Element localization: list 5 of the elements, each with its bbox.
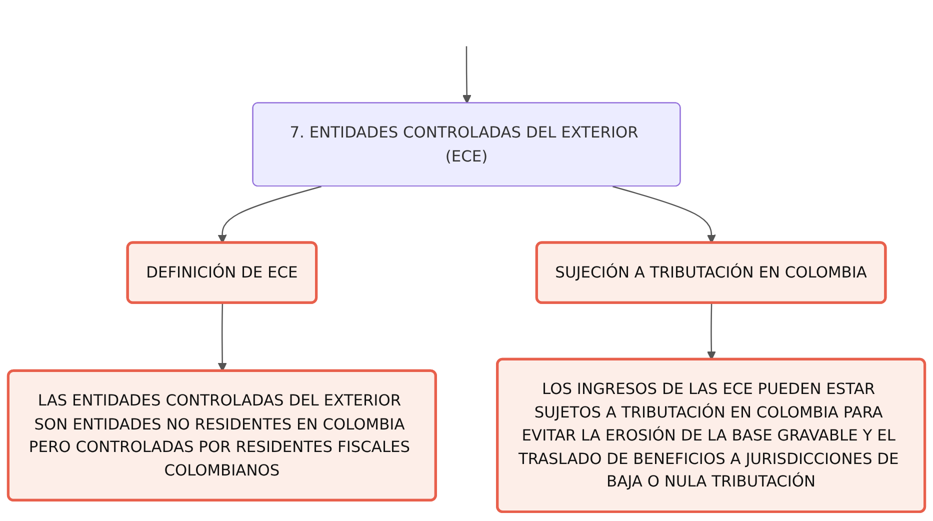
arrow (218, 186, 322, 244)
arrow (706, 303, 716, 360)
arrow (462, 46, 472, 104)
arrow (218, 303, 227, 372)
arrow (612, 186, 716, 244)
